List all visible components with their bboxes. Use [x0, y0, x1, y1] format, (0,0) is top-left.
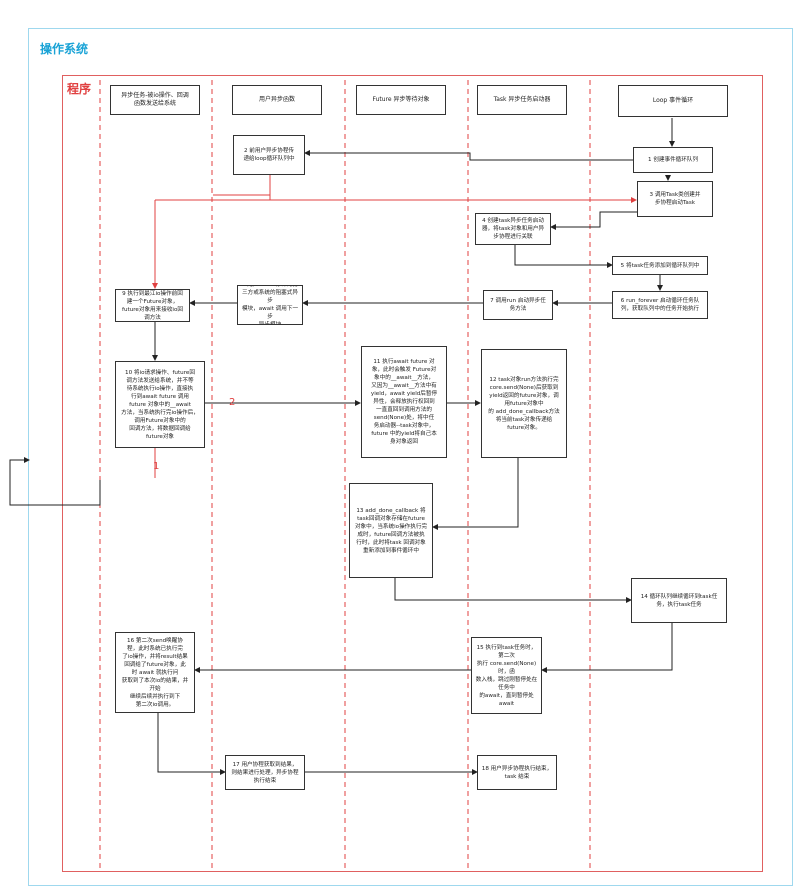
step-4: 4 创建task异步任务启动 器，将task对象和用户异 步协程进行关联 — [475, 213, 551, 245]
red-flow-2-to-3 — [269, 195, 637, 203]
step-1: 1 创建事件循环队列 — [633, 147, 713, 173]
step-2: 2 前用户异步协程传 递给loop循环队列中 — [233, 135, 305, 175]
step-16: 16 第二次send唤醒协 程，此时系统已执行完 了io操作，并将result结… — [115, 632, 195, 713]
step-6: 6 run_forever 启动循环任务队 列，获取队列中的任务开始执行 — [612, 291, 708, 319]
header-user-async-func: 用户异步函数 — [232, 85, 322, 115]
header-task: Task 异步任务启动器 — [477, 85, 567, 115]
step-13: 13 add_done_callback 将 task回调对象存储在future… — [349, 483, 433, 578]
arrow-3-to-4 — [550, 211, 637, 230]
red-marker-1: 1 — [153, 461, 160, 472]
step-15: 15 执行到task任务时，第二次 执行 core.send(None)时，函 … — [471, 637, 542, 714]
step-17: 17 用户协程获取到结果， 则结果进行处理，异步协程 执行结束 — [225, 755, 305, 790]
red-marker-2: 2 — [229, 397, 236, 408]
arrow-13-to-14 — [394, 578, 632, 603]
header-async-task: 异步任务-被io操作、回调 函数发送给系统 — [110, 85, 200, 115]
arrow-io-to-os — [9, 457, 101, 506]
step-10: 10 将io请求操作、future回 调方法发送给系统，并不等 待系统执行io操… — [115, 361, 205, 448]
step-3: 3 调用Task类创建并 步协程启动Task — [637, 181, 713, 217]
arrow-12-to-13 — [432, 458, 519, 530]
header-loop: Loop 事件循环 — [618, 85, 728, 117]
program-title: 程序 — [67, 82, 92, 96]
step-14: 14 循环队列继续循环到task任 务，执行task任务 — [631, 578, 727, 623]
step-11: 11 执行await future 对 象，此时会触发 Future对 象中的_… — [361, 346, 447, 458]
step-5: 5 将task任务添加到循环队列中 — [612, 256, 708, 275]
step-18: 18 用户异步协程执行结束， task 结束 — [477, 755, 557, 790]
os-title: 操作系统 — [40, 42, 89, 56]
arrow-14-to-15 — [541, 623, 673, 673]
step-8: 8 用户await 修饰的第 三方或系统的阻塞式异步 模块，await 调用下一… — [237, 285, 303, 325]
header-future: Future 异步等待对象 — [356, 85, 446, 115]
lifelines — [99, 80, 591, 868]
step-7: 7 调用run 启动异步任 务方法 — [483, 290, 553, 320]
red-flow-2-left — [213, 175, 271, 196]
step-12: 12 task对象run方法执行完 core.send(None)后获取到 yi… — [481, 349, 567, 458]
step-9: 9 执行到最江io操作前回 建一个Future对象， future对象用来接收i… — [115, 289, 190, 322]
arrow-4-to-5 — [514, 245, 613, 268]
program-frame — [62, 75, 763, 872]
arrow-1-to-2 — [304, 150, 633, 161]
arrow-16-to-17 — [157, 713, 226, 775]
